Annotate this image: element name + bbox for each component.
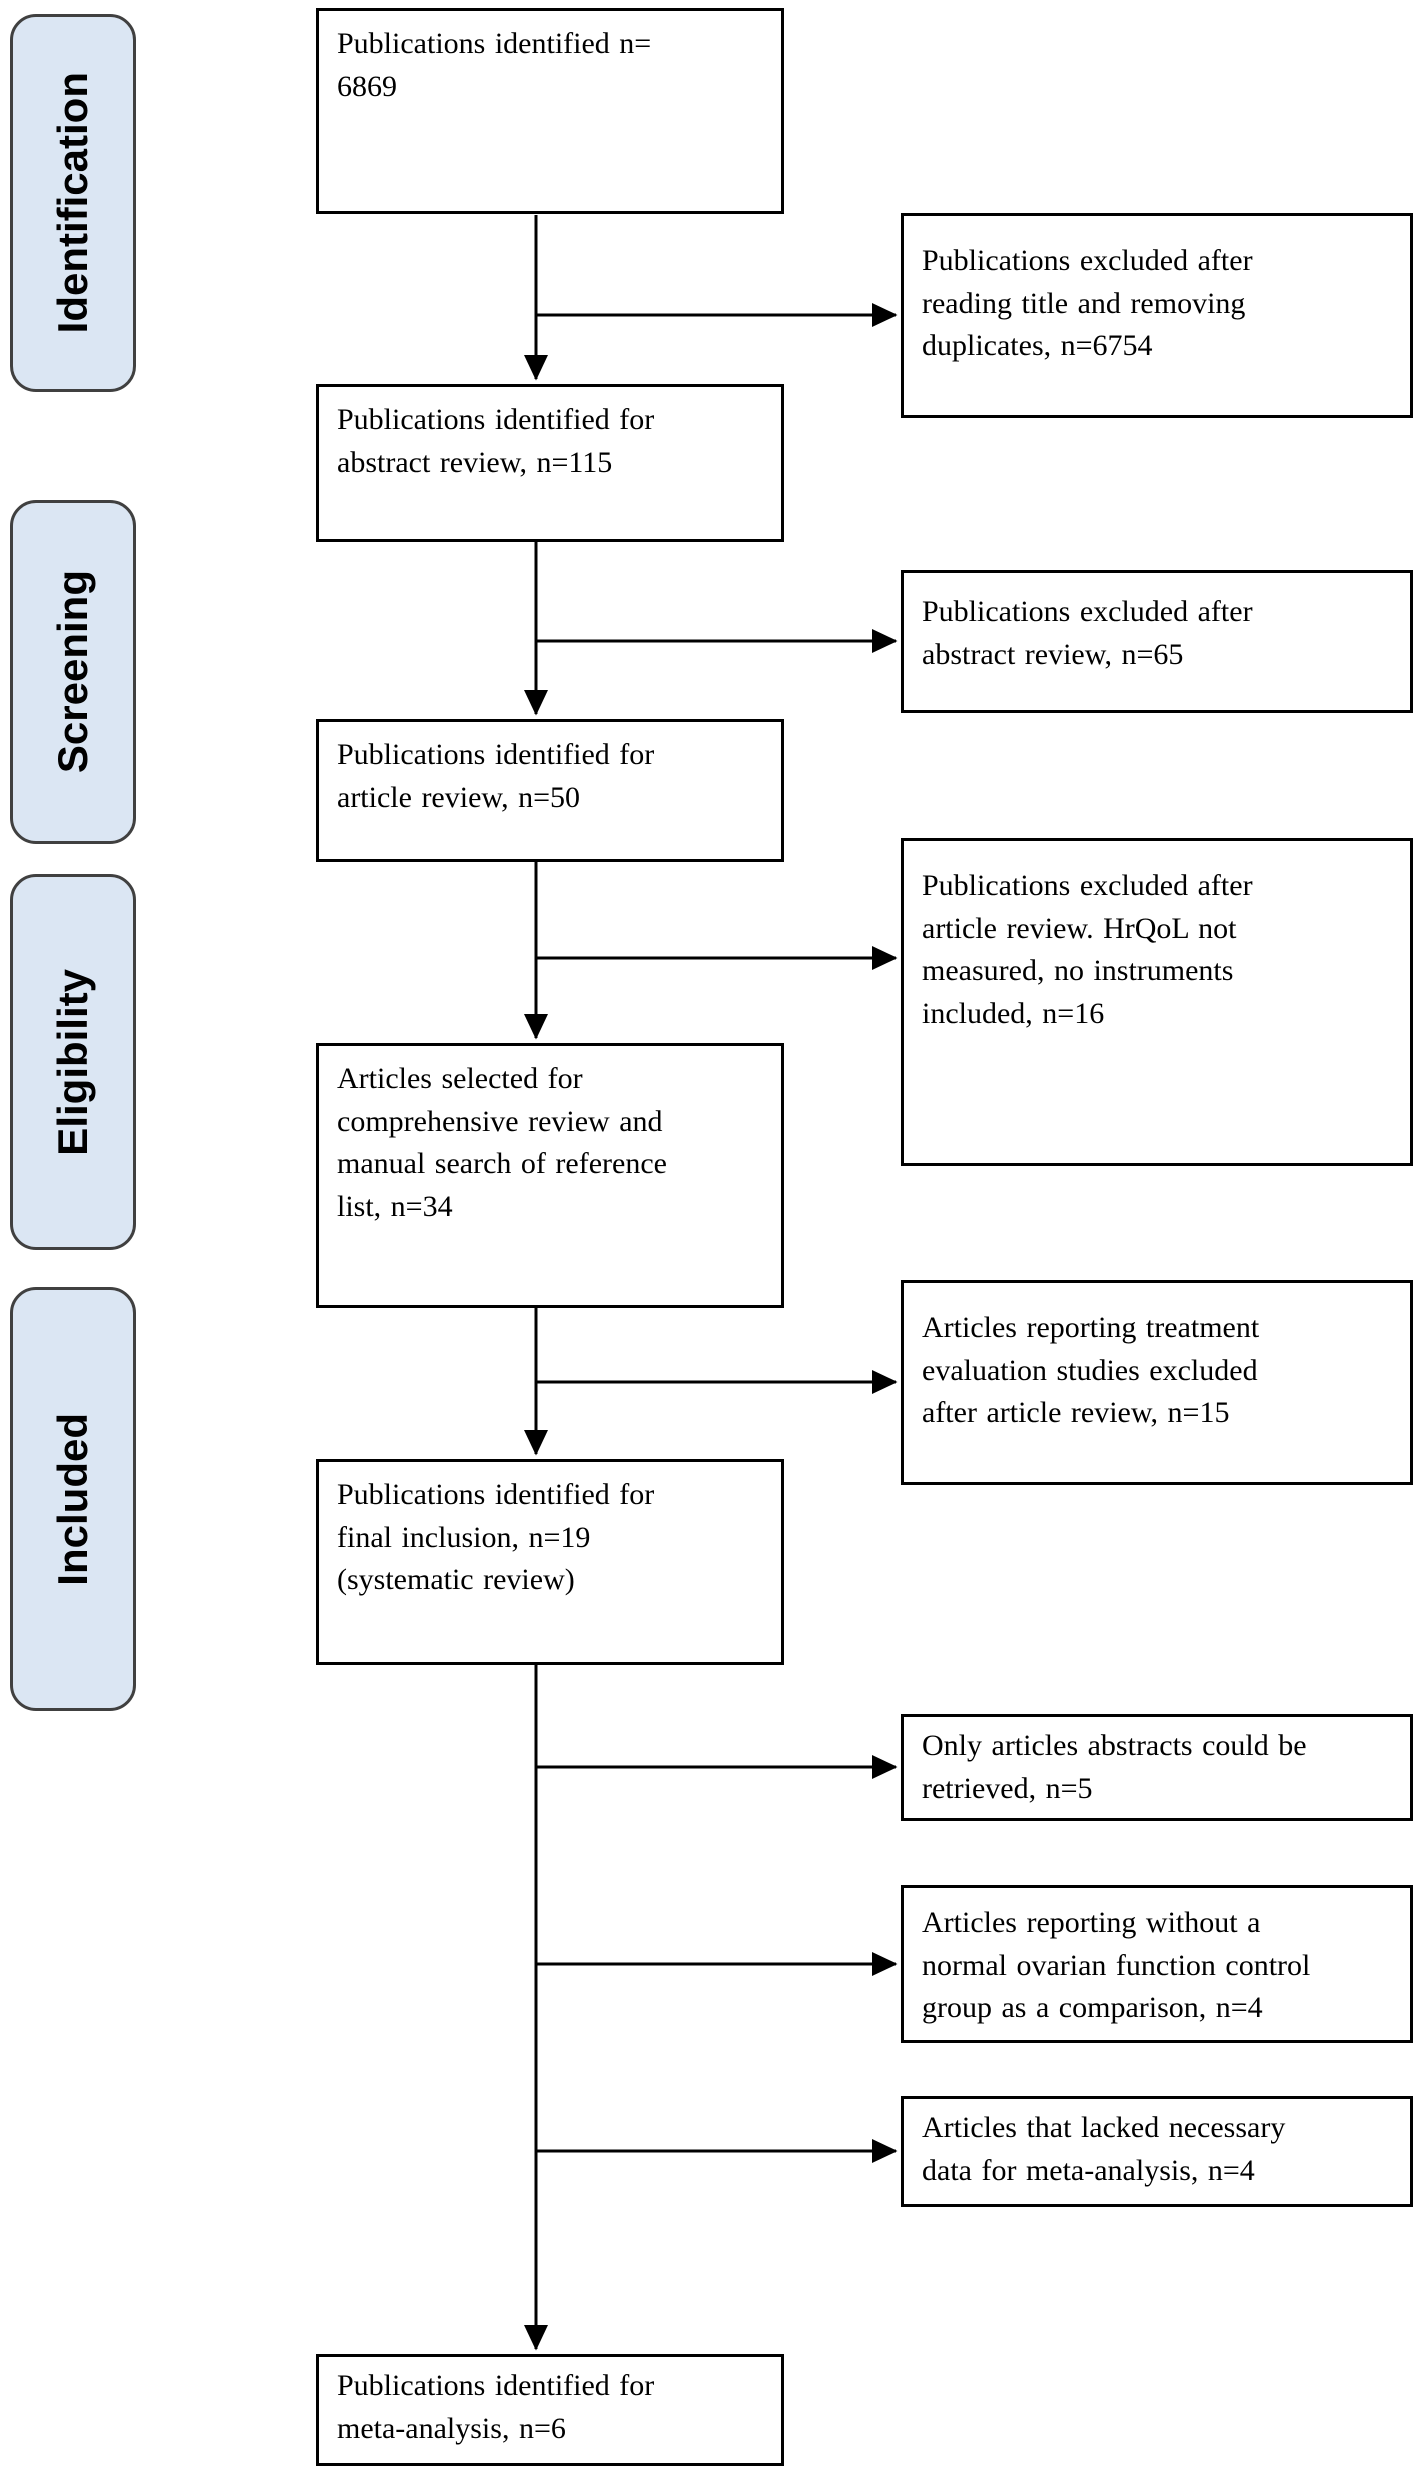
flow-box-meta-analysis-text: Publications identified for meta-analysi… (337, 2369, 655, 2445)
flow-box-article-review-text: Publications identified for article revi… (337, 738, 655, 814)
flow-box-article-review: Publications identified for article revi… (316, 719, 784, 862)
stage-identification-label: Identification (49, 72, 96, 334)
flow-box-comprehensive-review-text: Articles selected for comprehensive revi… (337, 1062, 667, 1223)
exclusion-box-title-duplicates: Publications excluded after reading titl… (901, 213, 1413, 418)
flow-box-publications-identified-text: Publications identified n= 6869 (337, 27, 652, 103)
exclusion-box-abstracts-only: Only articles abstracts could be retriev… (901, 1714, 1413, 1821)
flow-box-final-inclusion: Publications identified for final inclus… (316, 1459, 784, 1665)
exclusion-box-abstract-excluded: Publications excluded after abstract rev… (901, 570, 1413, 713)
stage-identification: Identification (10, 14, 136, 392)
flow-box-final-inclusion-text: Publications identified for final inclus… (337, 1478, 655, 1597)
exclusion-box-lacked-data-text: Articles that lacked necessary data for … (922, 2111, 1286, 2187)
stage-eligibility: Eligibility (10, 874, 136, 1250)
stage-included: Included (10, 1287, 136, 1711)
exclusion-box-lacked-data: Articles that lacked necessary data for … (901, 2096, 1413, 2207)
flow-box-publications-identified: Publications identified n= 6869 (316, 8, 784, 214)
exclusion-box-article-excluded: Publications excluded after article revi… (901, 838, 1413, 1166)
exclusion-box-article-excluded-text: Publications excluded after article revi… (922, 869, 1253, 1030)
stage-eligibility-label: Eligibility (49, 968, 96, 1156)
stage-included-label: Included (49, 1412, 96, 1586)
flow-box-meta-analysis: Publications identified for meta-analysi… (316, 2354, 784, 2466)
exclusion-box-no-control-group: Articles reporting without a normal ovar… (901, 1885, 1413, 2043)
exclusion-box-treatment-evaluation-text: Articles reporting treatment evaluation … (922, 1311, 1260, 1430)
stage-screening-label: Screening (49, 570, 96, 774)
exclusion-box-abstract-excluded-text: Publications excluded after abstract rev… (922, 595, 1253, 671)
flow-box-abstract-review: Publications identified for abstract rev… (316, 384, 784, 542)
exclusion-box-treatment-evaluation: Articles reporting treatment evaluation … (901, 1280, 1413, 1485)
exclusion-box-title-duplicates-text: Publications excluded after reading titl… (922, 244, 1253, 363)
exclusion-box-no-control-group-text: Articles reporting without a normal ovar… (922, 1906, 1311, 2025)
exclusion-box-abstracts-only-text: Only articles abstracts could be retriev… (922, 1729, 1307, 1805)
stage-screening: Screening (10, 500, 136, 844)
flow-box-abstract-review-text: Publications identified for abstract rev… (337, 403, 655, 479)
flow-box-comprehensive-review: Articles selected for comprehensive revi… (316, 1043, 784, 1308)
